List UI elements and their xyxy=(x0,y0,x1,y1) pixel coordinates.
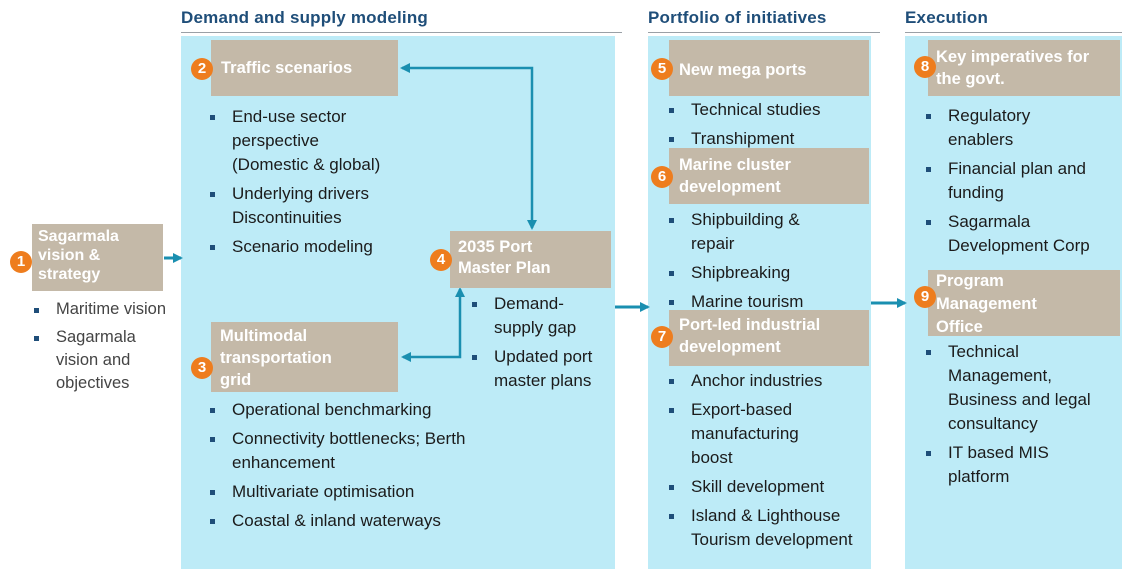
list-item: Financial plan and funding xyxy=(922,157,1118,205)
step-8-title-box: Key imperatives for the govt. xyxy=(928,40,1120,96)
list-item: Operational benchmarking xyxy=(206,398,526,422)
list-item: Anchor industries xyxy=(665,369,875,393)
step-3-badge: 3 xyxy=(191,357,213,379)
step-5-title-box: New mega ports xyxy=(669,40,869,96)
step-1-bullets: Maritime vision Sagarmala vision and obj… xyxy=(30,298,170,400)
step-9-title-box: Program Management Office xyxy=(928,270,1120,336)
list-item: Sagarmala vision and objectives xyxy=(30,326,170,395)
step-3-bullets: Operational benchmarking Connectivity bo… xyxy=(206,398,526,538)
step-6-title: Marine cluster development xyxy=(679,156,791,196)
connector-traffic-to-masterplan xyxy=(400,63,537,230)
header-demand-supply: Demand and supply modeling xyxy=(181,8,429,27)
list-item: Marine tourism xyxy=(665,290,870,314)
list-item: Underlying drivers Discontinuities xyxy=(206,182,396,230)
step-8-badge: 8 xyxy=(914,56,936,78)
step-6-title-box: Marine cluster development xyxy=(669,148,869,204)
step-7-badge: 7 xyxy=(651,326,673,348)
list-item: Updated port master plans xyxy=(468,345,608,393)
list-item: Scenario modeling xyxy=(206,235,396,259)
step-7-title-box: Port-led industrial development xyxy=(669,310,869,366)
list-item: Multivariate optimisation xyxy=(206,480,526,504)
step-2-bullets: End-use sector perspective (Domestic & g… xyxy=(206,105,396,264)
step-4-badge: 4 xyxy=(430,249,452,271)
connector-grid-to-masterplan xyxy=(401,287,465,362)
header-divider xyxy=(181,32,622,33)
step-2-title: Traffic scenarios xyxy=(221,59,353,77)
list-item: IT based MIS platform xyxy=(922,441,1088,489)
header-divider xyxy=(648,32,880,33)
list-item: Maritime vision xyxy=(30,298,170,321)
header-divider xyxy=(905,32,1122,33)
step-5-bullets: Technical studies Transhipment xyxy=(665,98,870,156)
step-9-bullets: Technical Management, Business and legal… xyxy=(922,340,1122,494)
list-item: Demand-supply gap xyxy=(468,292,608,340)
step-4-title-box: 2035 Port Master Plan xyxy=(450,231,611,288)
step-8-title: Key imperatives for the govt. xyxy=(936,48,1090,88)
step-4-bullets: Demand-supply gap Updated port master pl… xyxy=(468,292,608,398)
step-5-title: New mega ports xyxy=(679,61,807,79)
list-item: Transhipment xyxy=(665,127,870,151)
step-1-title: Sagarmala vision & strategy xyxy=(38,228,119,283)
list-item: Technical Management, Business and legal… xyxy=(922,340,1122,436)
header-execution: Execution xyxy=(905,8,989,27)
list-item: Coastal & inland waterways xyxy=(206,509,526,533)
step-2-badge: 2 xyxy=(191,58,213,80)
list-item: Regulatory enablers xyxy=(922,104,1058,152)
step-7-bullets: Anchor industries Export-based manufactu… xyxy=(665,369,875,557)
step-3-title-box: Multimodal transportation grid xyxy=(211,322,398,392)
step-2-title-box: Traffic scenarios xyxy=(211,40,398,96)
list-item: Shipbreaking xyxy=(665,261,870,285)
step-1-title-box: Sagarmala vision & strategy xyxy=(32,224,163,291)
list-item: Island & Lighthouse Tourism development xyxy=(665,504,876,552)
step-8-bullets: Regulatory enablers Financial plan and f… xyxy=(922,104,1122,263)
step-3-title: Multimodal transportation grid xyxy=(220,327,332,389)
list-item: Export-based manufacturing boost xyxy=(665,398,836,470)
list-item: End-use sector perspective (Domestic & g… xyxy=(206,105,396,177)
step-7-title: Port-led industrial development xyxy=(679,316,821,356)
step-1-badge: 1 xyxy=(10,251,32,273)
portfolio-panel xyxy=(648,36,871,569)
list-item: Connectivity bottlenecks; Berth enhancem… xyxy=(206,427,526,475)
step-9-title: Program Management Office xyxy=(936,272,1037,336)
step-6-bullets: Shipbuilding & repair Shipbreaking Marin… xyxy=(665,208,870,319)
list-item: Skill development xyxy=(665,475,875,499)
list-item: Shipbuilding & repair xyxy=(665,208,831,256)
list-item: Sagarmala Development Corp xyxy=(922,210,1122,258)
list-item: Technical studies xyxy=(665,98,870,122)
header-portfolio: Portfolio of initiatives xyxy=(648,8,827,27)
step-5-badge: 5 xyxy=(651,58,673,80)
demand-supply-panel xyxy=(181,36,615,569)
step-4-title: 2035 Port Master Plan xyxy=(458,238,551,277)
step-9-badge: 9 xyxy=(914,286,936,308)
step-6-badge: 6 xyxy=(651,166,673,188)
